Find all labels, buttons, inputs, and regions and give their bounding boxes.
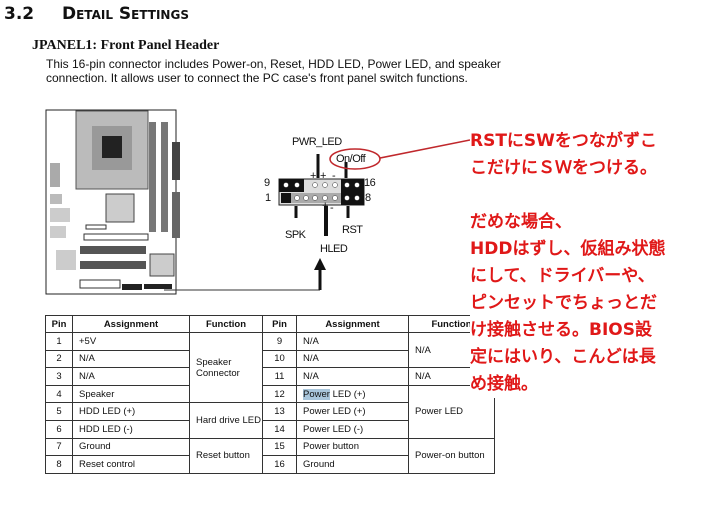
spk-label: SPK [285, 229, 306, 241]
plus-label: + [322, 200, 328, 212]
plus-label: + [320, 170, 326, 182]
header-assignment: Assignment [296, 315, 409, 333]
pin: 10 [262, 349, 297, 369]
assignment: Ground [296, 455, 409, 474]
assignment: N/A [296, 349, 409, 369]
function: Reset button [189, 437, 263, 474]
pin: 7 [45, 437, 73, 457]
pin1-label: 1 [265, 192, 271, 204]
function: Hard drive LED [189, 402, 263, 439]
subtitle: JPANEL1: Front Panel Header [32, 38, 220, 53]
minus-label: - [332, 170, 336, 182]
pin16-label: 16 [364, 177, 376, 189]
assignment-rest: LED (+) [329, 388, 366, 400]
pin: 5 [45, 402, 73, 421]
assignment: N/A [296, 367, 409, 386]
section-number: 3.2 [4, 4, 35, 24]
assignment: N/A [296, 332, 409, 351]
pwr-led-label: PWR_LED [292, 136, 342, 148]
pin: 4 [45, 384, 73, 404]
selected-text: Power [303, 388, 330, 400]
assignment: Power LED (-) [296, 419, 409, 439]
assignment: Power button [296, 437, 409, 457]
header-pin: Pin [262, 315, 297, 333]
annotation-note: RSTにSWをつながずこ こだけにＳＷをつける。 だめな場合、 HDDはずし、仮… [470, 128, 720, 398]
assignment: +5V [72, 332, 190, 351]
pin8-label: 8 [365, 192, 371, 204]
plus-label: + [310, 170, 316, 182]
header-function: Function [189, 315, 263, 333]
pin: 16 [262, 455, 297, 474]
pin: 2 [45, 349, 73, 369]
pin: 11 [262, 367, 297, 386]
hled-label: HLED [320, 243, 348, 255]
function: Power-on button [408, 437, 495, 474]
assignment: HDD LED (-) [72, 419, 190, 439]
pin: 1 [45, 332, 73, 351]
table-header: Pin Assignment Function Pin Assignment F… [45, 315, 495, 333]
assignment: Ground [72, 437, 190, 457]
pin: 6 [45, 419, 73, 439]
on-off-label: On/Off [336, 153, 366, 165]
pin: 3 [45, 367, 73, 386]
minus-label: - [330, 202, 334, 214]
pin: 14 [262, 419, 297, 439]
assignment: Power LED (+) [296, 402, 409, 421]
assignment: Reset control [72, 455, 190, 474]
assignment: N/A [72, 349, 190, 369]
pin: 9 [262, 332, 297, 351]
assignment: Speaker [72, 384, 190, 404]
pin: 12 [262, 384, 297, 404]
function: Speaker Connector [189, 331, 263, 404]
pin-table: Pin Assignment Function Pin Assignment F… [45, 315, 495, 474]
assignment: HDD LED (+) [72, 402, 190, 421]
pin: 15 [262, 437, 297, 457]
header-pin: Pin [45, 315, 73, 333]
rst-label: RST [342, 224, 363, 236]
description: This 16-pin connector includes Power-on,… [46, 57, 501, 85]
connector-diagram [278, 139, 470, 236]
pin9-label: 9 [264, 177, 270, 189]
pin: 8 [45, 455, 73, 474]
section-title: Detail Settings [62, 4, 189, 24]
motherboard-diagram [45, 109, 326, 295]
assignment: N/A [72, 367, 190, 386]
assignment: Power LED (+) [296, 384, 409, 404]
pin: 13 [262, 402, 297, 421]
header-assignment: Assignment [72, 315, 190, 333]
